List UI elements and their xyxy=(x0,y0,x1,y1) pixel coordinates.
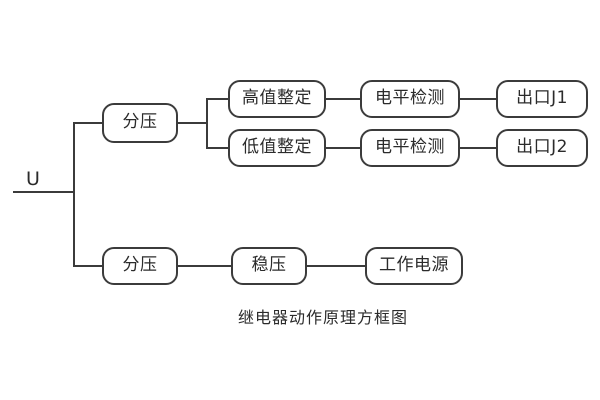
node-label-divider-top: 分压 xyxy=(122,111,158,132)
node-level-detect-1[interactable]: 电平检测 xyxy=(360,80,460,118)
node-label-high-set: 高值整定 xyxy=(242,87,312,108)
node-output-j1[interactable]: 出口J1 xyxy=(496,80,588,118)
node-label-regulator: 稳压 xyxy=(251,254,287,275)
node-divider-top[interactable]: 分压 xyxy=(102,103,178,143)
node-label-low-set: 低值整定 xyxy=(242,136,312,157)
node-label-level-detect-1: 电平检测 xyxy=(375,87,445,108)
node-output-j2[interactable]: 出口J2 xyxy=(496,129,588,167)
node-label-working-supply: 工作电源 xyxy=(379,254,449,275)
diagram-caption: 继电器动作原理方框图 xyxy=(238,308,409,327)
node-label-level-detect-2: 电平检测 xyxy=(375,136,445,157)
node-low-set[interactable]: 低值整定 xyxy=(228,129,326,167)
node-divider-bottom[interactable]: 分压 xyxy=(102,247,178,285)
source-voltage-label: U xyxy=(26,168,40,190)
node-label-output-j2: 出口J2 xyxy=(516,136,568,157)
node-high-set[interactable]: 高值整定 xyxy=(228,80,326,118)
node-level-detect-2[interactable]: 电平检测 xyxy=(360,129,460,167)
node-regulator[interactable]: 稳压 xyxy=(231,247,307,285)
node-label-divider-bottom: 分压 xyxy=(122,254,158,275)
node-working-supply[interactable]: 工作电源 xyxy=(365,247,463,285)
node-label-output-j1: 出口J1 xyxy=(516,87,568,108)
